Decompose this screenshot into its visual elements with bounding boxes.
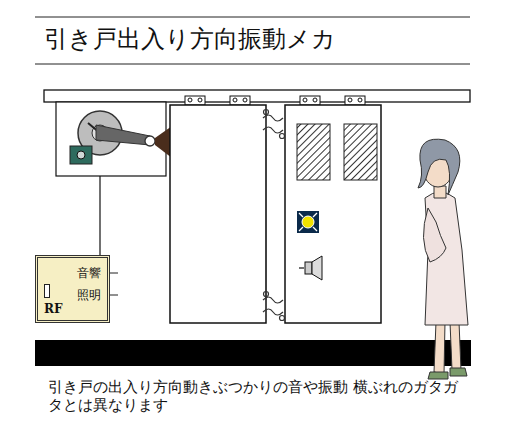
title-rule [35, 17, 470, 18]
crank-mechanism [56, 102, 172, 255]
sliding-door [285, 105, 381, 323]
control-panel: 音響照明 RF [35, 255, 110, 323]
output-label: 音響 [77, 266, 101, 280]
title: 引き戸出入り方向振動メカ [44, 24, 336, 54]
switch-slot [44, 284, 50, 298]
caption: 引き戸の出入り方向動きぶつかりの音や振動 横ぶれのガタガタとは異なります [48, 378, 468, 414]
door-rail [44, 90, 470, 102]
title-rule [35, 64, 470, 65]
woman-figure [418, 139, 468, 379]
sliding-door [170, 105, 266, 323]
output-label: 照明 [77, 288, 101, 302]
door-rollers [185, 96, 365, 105]
door-link [263, 110, 285, 321]
floor [35, 340, 471, 366]
rf-label: RF [44, 302, 63, 316]
